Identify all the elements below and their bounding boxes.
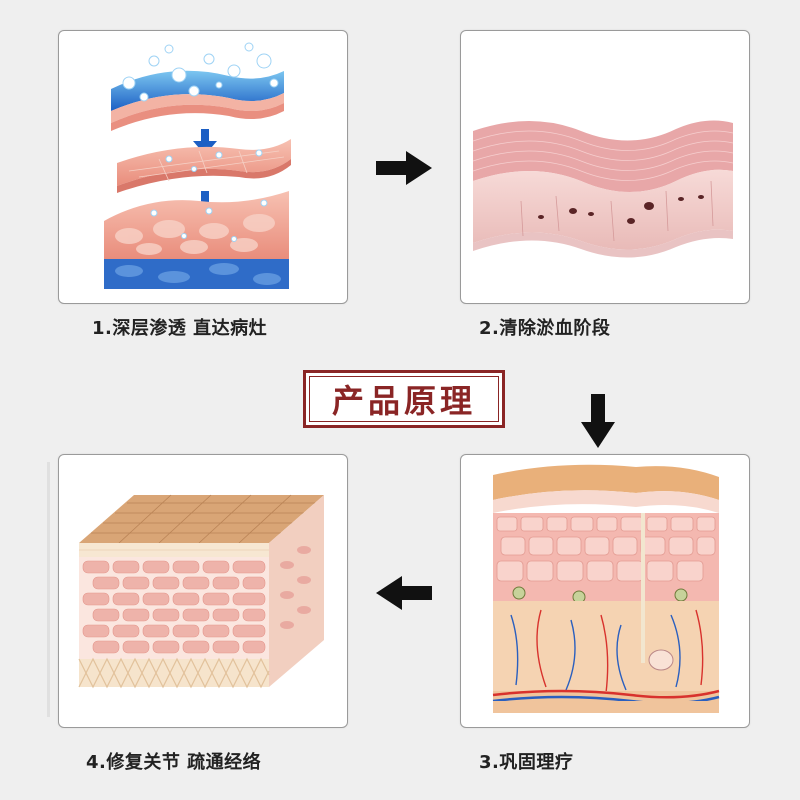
step-2-panel — [460, 30, 750, 304]
step-2-caption: 2.清除淤血阶段 — [479, 318, 611, 339]
step-4-caption: 4.修复关节 疏通经络 — [86, 752, 262, 773]
step-4-panel — [58, 454, 348, 728]
step-3-caption: 3.巩固理疗 — [479, 752, 574, 773]
step-3-illustration — [492, 464, 720, 713]
step-1-caption: 1.深层渗透 直达病灶 — [92, 318, 268, 339]
arrow-left-icon — [376, 576, 432, 610]
step-1-illustration — [104, 42, 291, 289]
product-principle-title: 产品原理 — [303, 370, 505, 428]
arrow-right-icon — [376, 151, 432, 185]
step-1-panel — [58, 30, 348, 304]
step-3-panel — [460, 454, 750, 728]
step-2-illustration — [472, 120, 734, 258]
title-text: 产品原理 — [331, 382, 476, 420]
arrow-down-icon — [581, 394, 615, 448]
scroll-track — [47, 462, 50, 717]
step-4-illustration — [78, 494, 324, 689]
